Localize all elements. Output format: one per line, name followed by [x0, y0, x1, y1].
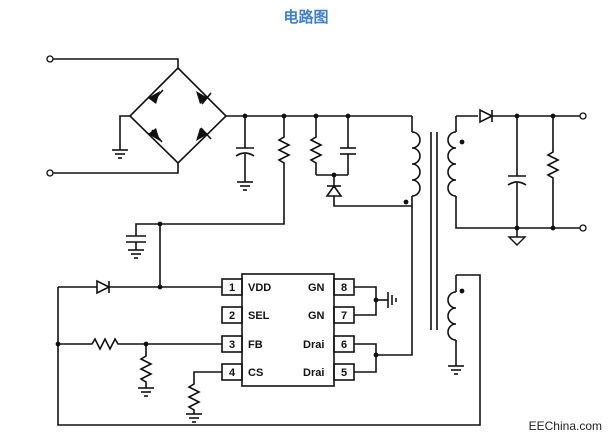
output-terminal-positive [579, 112, 587, 120]
pin-number-7: 7 [341, 310, 347, 322]
load-resistor [546, 116, 560, 228]
pin-box-3 [221, 335, 243, 353]
snubber-resistor [309, 116, 323, 175]
pin-label-cs: CS [248, 367, 263, 379]
pin-box-4 [221, 363, 243, 381]
ic-ground-connection [354, 286, 397, 316]
pin-number-1: 1 [229, 282, 235, 294]
pin-number-5: 5 [341, 367, 347, 379]
pin-number-6: 6 [341, 339, 347, 351]
watermark: EEChina.com [528, 419, 602, 433]
output-terminal-negative [579, 224, 587, 232]
bridge-diode-2 [196, 91, 212, 105]
aux-diode [58, 279, 222, 295]
cs-resistor [186, 371, 222, 423]
ic-drain-connection [354, 343, 379, 373]
ac-input [46, 55, 179, 177]
pin-number-8: 8 [341, 282, 347, 294]
fb-upper-resistor [58, 337, 222, 351]
output-capacitor [507, 116, 527, 228]
ground-symbol-bridge [112, 149, 128, 159]
output-ground-symbol [507, 228, 527, 246]
pin-label-drai-5: Drai [303, 367, 324, 379]
page-title: 电路图 [283, 8, 329, 26]
output-diode [479, 108, 580, 124]
input-terminal-top [46, 55, 54, 63]
snubber-capacitor [340, 116, 356, 175]
bridge-diode-1 [148, 89, 164, 104]
bulk-capacitor [235, 116, 255, 191]
bridge-diode-3 [148, 128, 163, 143]
ic-body [241, 273, 335, 387]
pin-number-3: 3 [229, 339, 235, 351]
pin-label-gn-7: GN [308, 310, 325, 322]
startup-resistor [160, 116, 291, 225]
pin-label-fb: FB [248, 339, 263, 351]
bridge-diode-4 [196, 127, 212, 141]
vdd-capacitor [126, 223, 160, 259]
transformer-core [430, 132, 438, 330]
pin-box-1 [221, 278, 243, 296]
clamp-diode [325, 175, 412, 207]
bridge-rectifier [112, 66, 228, 165]
controller-ic: 1 2 3 4 VDD SEL FB CS 8 7 6 5 GN GN Drai… [221, 273, 355, 387]
input-terminal-bottom [46, 169, 54, 177]
pin-label-drai-6: Drai [303, 339, 324, 351]
pin-number-4: 4 [229, 367, 236, 379]
transformer-secondary [447, 115, 580, 229]
pin-label-sel: SEL [248, 310, 270, 322]
pin-label-gn-8: GN [308, 282, 325, 294]
fb-lower-resistor [138, 344, 154, 397]
pin-box-2 [221, 306, 243, 324]
pin-label-vdd: VDD [248, 282, 271, 294]
transformer-primary [376, 116, 421, 356]
pin-number-2: 2 [229, 310, 235, 322]
auxiliary-winding [57, 274, 481, 426]
